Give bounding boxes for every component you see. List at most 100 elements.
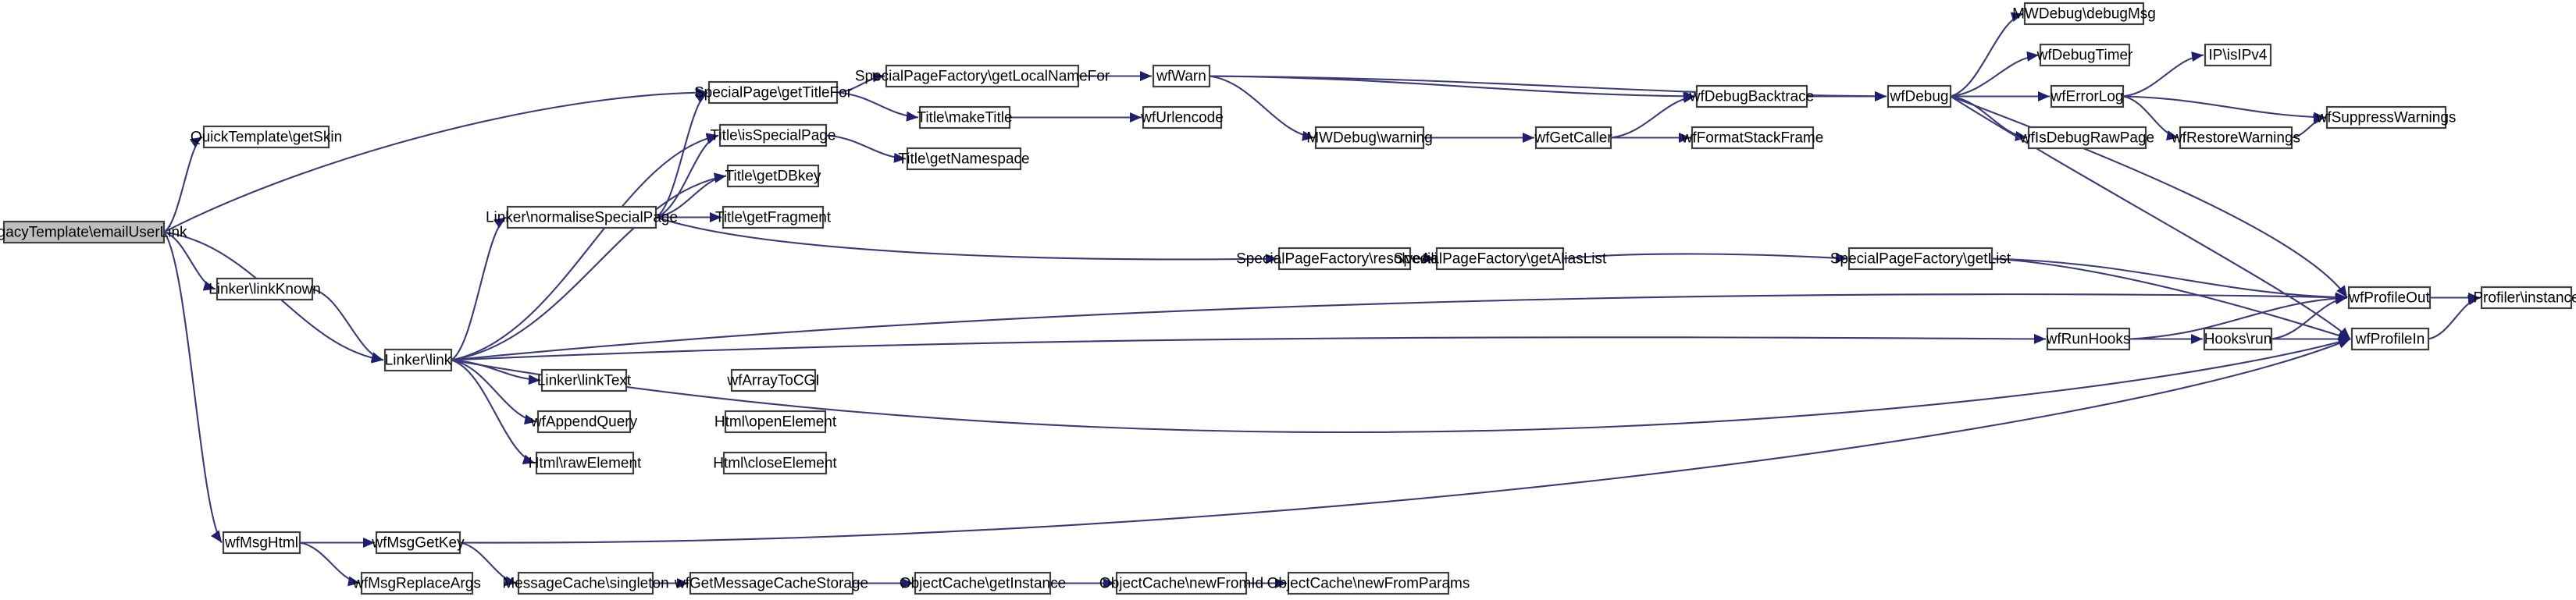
- node-box[interactable]: [1847, 247, 1993, 271]
- node-linker-normalise-special-page[interactable]: Linker\normaliseSpecialPage: [486, 205, 678, 229]
- node-linker-link[interactable]: Linker\link: [383, 348, 453, 372]
- node-box[interactable]: [722, 451, 828, 475]
- node-special-page-factory-get-local-name-for[interactable]: SpecialPageFactory\getLocalNameFor: [855, 64, 1110, 88]
- root-node-legacy-template-email-user-link[interactable]: LegacyTemplate\emailUserLink: [0, 220, 187, 244]
- node-box[interactable]: [726, 164, 820, 188]
- node-box[interactable]: [1695, 84, 1808, 108]
- node-wf-debug-backtrace[interactable]: wfDebugBacktrace: [1689, 84, 1814, 108]
- node-box[interactable]: [2050, 84, 2125, 108]
- node-linker-link-text[interactable]: Linker\linkText: [537, 368, 632, 392]
- node-object-cache-get-instance[interactable]: ObjectCache\getInstance: [900, 571, 1066, 595]
- node-hooks-run[interactable]: Hooks\run: [2203, 327, 2273, 351]
- node-title-get-dbkey[interactable]: Title\getDBkey: [725, 164, 821, 188]
- node-box[interactable]: [540, 368, 628, 392]
- node-wf-format-stack-frame[interactable]: wfFormatStackFrame: [1681, 126, 1824, 150]
- node-box[interactable]: [1277, 247, 1412, 271]
- node-wf-msg-replace-args[interactable]: wfMsgReplaceArgs: [352, 571, 481, 595]
- node-wf-append-query[interactable]: wfAppendQuery: [530, 410, 638, 434]
- node-special-page-factory-get-list[interactable]: SpecialPageFactory\getList: [1830, 247, 2011, 271]
- node-html-close-element[interactable]: Html\closeElement: [713, 451, 837, 475]
- node-box[interactable]: [2203, 327, 2273, 351]
- node-box[interactable]: [918, 105, 1011, 130]
- node-box[interactable]: [222, 531, 301, 555]
- node-box[interactable]: [1142, 105, 1223, 130]
- node-box[interactable]: [1314, 126, 1425, 150]
- node-box[interactable]: [2325, 105, 2447, 130]
- node-wf-run-hooks[interactable]: wfRunHooks: [2046, 327, 2131, 351]
- node-box[interactable]: [383, 348, 453, 372]
- node-box[interactable]: [1887, 84, 1952, 108]
- node-object-cache-new-from-id[interactable]: ObjectCache\newFromId: [1099, 571, 1263, 595]
- node-box[interactable]: [689, 571, 854, 595]
- node-wf-profile-in[interactable]: wfProfileIn: [2350, 327, 2430, 351]
- node-box[interactable]: [2350, 327, 2430, 351]
- node-box[interactable]: [2, 220, 166, 244]
- node-box[interactable]: [2204, 43, 2272, 67]
- node-box[interactable]: [1287, 571, 1450, 595]
- node-wf-warn[interactable]: wfWarn: [1152, 64, 1211, 88]
- node-wf-error-log[interactable]: wfErrorLog: [2050, 84, 2125, 108]
- node-box[interactable]: [202, 125, 330, 149]
- node-title-get-fragment[interactable]: Title\getFragment: [715, 205, 832, 229]
- node-box[interactable]: [1534, 126, 1612, 150]
- node-special-page-factory-get-alias-list[interactable]: SpecialPageFactory\getAliasList: [1394, 247, 1607, 271]
- node-box[interactable]: [2046, 327, 2131, 351]
- node-html-open-element[interactable]: Html\openElement: [714, 410, 837, 434]
- node-box[interactable]: [906, 147, 1022, 171]
- node-box[interactable]: [535, 451, 635, 475]
- node-box[interactable]: [517, 571, 654, 595]
- node-box[interactable]: [707, 80, 839, 105]
- node-title-make-title[interactable]: Title\makeTitle: [917, 105, 1013, 130]
- node-box[interactable]: [2480, 286, 2573, 310]
- node-special-page-factory-resolve-alias[interactable]: SpecialPageFactory\resolveAlias: [1236, 247, 1453, 271]
- node-wf-msg-html[interactable]: wfMsgHtml: [222, 531, 301, 555]
- node-box[interactable]: [1152, 64, 1211, 88]
- node-html-raw-element[interactable]: Html\rawElement: [529, 451, 642, 475]
- node-wf-suppress-warnings[interactable]: wfSuppressWarnings: [2316, 105, 2457, 130]
- node-linker-link-known[interactable]: Linker\linkKnown: [208, 277, 321, 301]
- node-box[interactable]: [914, 571, 1052, 595]
- node-quick-template-get-skin[interactable]: QuickTemplate\getSkin: [191, 125, 342, 149]
- edge-linker-link-to-title-get-dbkey: [451, 175, 727, 361]
- node-wf-is-debug-raw-page[interactable]: wfIsDebugRawPage: [2019, 126, 2154, 150]
- node-box[interactable]: [536, 410, 632, 434]
- node-ip-is-ipv4[interactable]: IP\isIPv4: [2204, 43, 2272, 67]
- node-box[interactable]: [2179, 126, 2293, 150]
- node-box[interactable]: [1691, 126, 1815, 150]
- node-special-page-get-title-for[interactable]: SpecialPage\getTitleFor: [694, 80, 853, 105]
- node-title-is-special-page[interactable]: Title\isSpecialPage: [711, 123, 836, 147]
- node-box[interactable]: [2347, 286, 2432, 310]
- node-message-cache-singleton[interactable]: MessageCache\singleton: [502, 571, 669, 595]
- edge-arrowhead: [528, 375, 540, 385]
- node-box[interactable]: [2023, 2, 2145, 26]
- node-wf-restore-warnings[interactable]: wfRestoreWarnings: [2171, 126, 2300, 150]
- node-wf-get-caller[interactable]: wfGetCaller: [1534, 126, 1612, 150]
- node-mwdebug-debug-msg[interactable]: MWDebug\debugMsg: [2012, 2, 2156, 26]
- edge-arrowhead: [677, 578, 689, 588]
- node-box[interactable]: [721, 205, 825, 229]
- node-box[interactable]: [730, 368, 817, 392]
- node-object-cache-new-from-params[interactable]: ObjectCache\newFromParams: [1267, 571, 1470, 595]
- node-wf-array-to-cgi[interactable]: wfArrayToCGI: [726, 368, 820, 392]
- node-wf-get-message-cache-storage[interactable]: wfGetMessageCacheStorage: [674, 571, 868, 595]
- node-wf-debug[interactable]: wfDebug: [1887, 84, 1952, 108]
- node-wf-profile-out[interactable]: wfProfileOut: [2347, 286, 2432, 310]
- node-box[interactable]: [506, 205, 657, 229]
- node-title-get-namespace[interactable]: Title\getNamespace: [898, 147, 1030, 171]
- node-box[interactable]: [1115, 571, 1248, 595]
- node-wf-msg-get-key[interactable]: wfMsgGetKey: [371, 531, 465, 555]
- node-box[interactable]: [216, 277, 314, 301]
- node-box[interactable]: [724, 410, 827, 434]
- node-wf-urlencode[interactable]: wfUrlencode: [1140, 105, 1224, 130]
- node-box[interactable]: [2039, 43, 2131, 67]
- node-wf-debug-timer[interactable]: wfDebugTimer: [2036, 43, 2134, 67]
- node-profiler-instance[interactable]: Profiler\instance: [2473, 286, 2576, 310]
- node-box[interactable]: [718, 123, 828, 147]
- node-mwdebug-warning[interactable]: MWDebug\warning: [1306, 126, 1433, 150]
- node-box[interactable]: [375, 531, 461, 555]
- edge-arrowhead: [1103, 578, 1115, 588]
- node-box[interactable]: [885, 64, 1080, 88]
- node-box[interactable]: [360, 571, 474, 595]
- node-box[interactable]: [2027, 126, 2147, 150]
- node-box[interactable]: [1435, 247, 1565, 271]
